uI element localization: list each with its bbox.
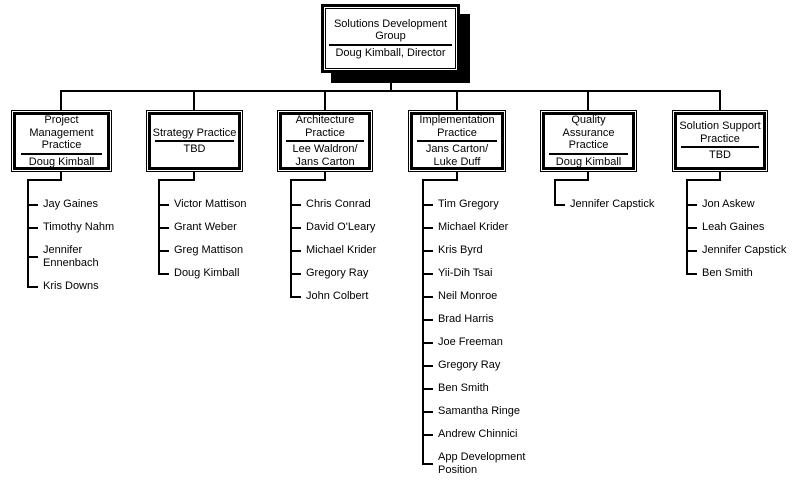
practice-box-quality-assurance: Quality Assurance Practice Doug Kimball — [540, 110, 637, 172]
root-box-inner: Solutions Development Group Doug Kimball… — [325, 8, 456, 69]
member-list-project-management: Jay Gaines Timothy Nahm Jennifer Ennenba… — [27, 181, 119, 298]
connector-elbow-horizontal — [27, 179, 62, 181]
member-list-quality-assurance: Jennifer Capstick — [554, 181, 672, 216]
connector-drop-solution-support — [719, 90, 721, 110]
practice-title: Quality Assurance Practice — [562, 114, 615, 151]
member-item: David O'Leary — [290, 216, 394, 239]
root-title: Solutions Development Group — [333, 17, 448, 43]
member-item: Gregory Ray — [290, 262, 394, 285]
practice-manager: Doug Kimball — [28, 155, 95, 168]
member-item: Neil Monroe — [422, 285, 532, 308]
connector-elbow-vertical — [587, 172, 589, 181]
member-list-implementation: Tim Gregory Michael Krider Kris Byrd Yii… — [422, 181, 532, 482]
practice-divider — [155, 140, 234, 142]
member-item: Yii-Dih Tsai — [422, 262, 532, 285]
member-item: Jennifer Capstick — [554, 193, 672, 216]
member-item: Chris Conrad — [290, 193, 394, 216]
practice-box-architecture: Architecture Practice Lee Waldron/ Jans … — [277, 110, 373, 172]
member-item: John Colbert — [290, 285, 394, 308]
member-list-strategy: Victor Mattison Grant Weber Greg Mattiso… — [158, 181, 262, 285]
connector-rail — [60, 90, 721, 92]
practice-divider — [417, 140, 497, 142]
connector-drop-architecture — [324, 90, 326, 110]
connector-elbow-vertical — [324, 172, 326, 181]
member-list-architecture: Chris Conrad David O'Leary Michael Kride… — [290, 181, 394, 308]
practice-box-inner: Quality Assurance Practice Doug Kimball — [542, 112, 635, 170]
member-item: Greg Mattison — [158, 239, 262, 262]
connector-drop-implementation — [456, 90, 458, 110]
member-item: Samantha Ringe — [422, 400, 532, 423]
connector-elbow-vertical — [456, 172, 458, 181]
practice-box-strategy: Strategy Practice TBD — [146, 110, 243, 172]
connector-elbow-horizontal — [422, 179, 458, 181]
practice-title: Strategy Practice — [152, 126, 237, 139]
connector-trunk — [390, 72, 392, 92]
member-item: Tim Gregory — [422, 193, 532, 216]
practice-manager: Doug Kimball — [555, 155, 622, 168]
practice-manager: TBD — [183, 143, 206, 155]
root-divider — [328, 43, 453, 46]
member-item: Ben Smith — [422, 377, 532, 400]
practice-title: Implementation Practice — [419, 114, 495, 139]
member-item: Doug Kimball — [158, 262, 262, 285]
member-item: Gregory Ray — [422, 354, 532, 377]
root-box: Solutions Development Group Doug Kimball… — [321, 4, 460, 73]
member-item: Leah Gaines — [686, 216, 795, 239]
practice-box-implementation: Implementation Practice Jans Carton/ Luk… — [408, 110, 506, 172]
connector-elbow-horizontal — [290, 179, 326, 181]
connector-elbow-horizontal — [686, 179, 721, 181]
practice-box-solution-support: Solution Support Practice TBD — [672, 110, 768, 172]
member-item: Kris Byrd — [422, 239, 532, 262]
member-item: Jennifer Ennenbach — [27, 239, 119, 275]
connector-elbow-horizontal — [554, 179, 589, 181]
practice-box-inner: Solution Support Practice TBD — [674, 112, 766, 170]
practice-manager: Lee Waldron/ Jans Carton — [292, 143, 358, 168]
root-manager: Doug Kimball, Director — [335, 46, 446, 59]
practice-manager: Jans Carton/ Luke Duff — [425, 143, 489, 168]
practice-box-project-management: Project Management Practice Doug Kimball — [11, 110, 112, 172]
connector-drop-quality-assurance — [587, 90, 589, 110]
member-item: Jay Gaines — [27, 193, 119, 216]
member-item: Victor Mattison — [158, 193, 262, 216]
practice-title: Solution Support Practice — [679, 120, 761, 145]
member-list-solution-support: Jon Askew Leah Gaines Jennifer Capstick … — [686, 181, 795, 285]
member-item: Brad Harris — [422, 308, 532, 331]
member-item: Grant Weber — [158, 216, 262, 239]
connector-elbow-vertical — [60, 172, 62, 181]
practice-box-inner: Architecture Practice Lee Waldron/ Jans … — [279, 112, 371, 170]
member-item: Kris Downs — [27, 275, 119, 298]
practice-divider — [549, 152, 628, 155]
member-item: Joe Freeman — [422, 331, 532, 354]
practice-box-inner: Implementation Practice Jans Carton/ Luk… — [410, 112, 504, 170]
connector-drop-project-management — [60, 90, 62, 110]
member-item: Michael Krider — [290, 239, 394, 262]
practice-title: Project Management Practice — [29, 114, 94, 151]
member-item: Timothy Nahm — [27, 216, 119, 239]
connector-elbow-horizontal — [158, 179, 195, 181]
practice-divider — [681, 146, 759, 149]
practice-box-inner: Project Management Practice Doug Kimball — [13, 112, 110, 170]
practice-divider — [20, 152, 103, 155]
connector-drop-strategy — [193, 90, 195, 110]
practice-manager: TBD — [709, 149, 731, 162]
member-item: App Development Position — [422, 446, 532, 482]
connector-elbow-vertical — [193, 172, 195, 181]
member-item: Andrew Chinnici — [422, 423, 532, 446]
practice-divider — [286, 140, 364, 142]
member-item: Jon Askew — [686, 193, 795, 216]
member-item: Ben Smith — [686, 262, 795, 285]
practice-box-inner: Strategy Practice TBD — [148, 112, 241, 170]
connector-elbow-vertical — [719, 172, 721, 181]
member-item: Jennifer Capstick — [686, 239, 795, 262]
practice-title: Architecture Practice — [295, 114, 355, 139]
member-item: Michael Krider — [422, 216, 532, 239]
